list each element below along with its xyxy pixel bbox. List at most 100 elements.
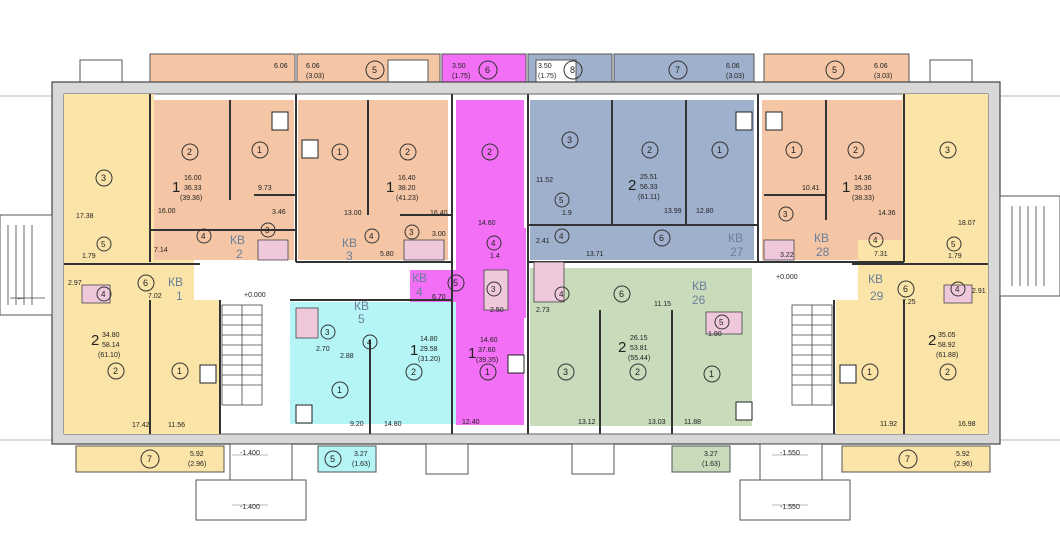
balcony-sub: (1.75) xyxy=(538,73,556,80)
room-mark: 4 xyxy=(955,285,960,294)
apartment-rooms: 1 xyxy=(410,342,418,359)
room-area: 13.12 xyxy=(578,419,596,426)
room-mark: 5 xyxy=(559,196,564,205)
bottom-balconies xyxy=(75,443,991,521)
room-area: 2.73 xyxy=(536,307,550,314)
balcony-sub: (2.96) xyxy=(188,461,206,468)
arrow-left-icon: ← xyxy=(16,292,25,302)
room-mark: 6 xyxy=(659,233,664,243)
bathtub-icon xyxy=(81,284,111,304)
apartment-number: 3 xyxy=(346,249,353,263)
bathtub-icon xyxy=(403,239,445,261)
level-mark: -1.400 xyxy=(240,504,260,511)
level-mark: +0.000 xyxy=(244,292,266,299)
level-mark: -1.550 xyxy=(780,450,800,457)
room-area: 2.88 xyxy=(340,353,354,360)
apartment-rooms: 2 xyxy=(91,332,99,349)
room-area: 14.36 xyxy=(878,210,896,217)
room-area: 2.41 xyxy=(536,238,550,245)
room-mark: 1 xyxy=(791,145,796,155)
balcony-bottom-4 xyxy=(841,445,991,473)
apartment-rooms: 2 xyxy=(628,177,636,194)
apartment-total-area: 37.60 xyxy=(478,347,496,354)
bathtub-icon xyxy=(763,239,795,261)
room-mark: 5 xyxy=(101,240,106,249)
apartment-living-area: 26.15 xyxy=(630,335,648,342)
room-area: 1.4 xyxy=(490,253,500,260)
room-mark: 4 xyxy=(101,290,106,299)
balcony-sub: (1.75) xyxy=(452,73,470,80)
room-area: 3.22 xyxy=(780,252,794,259)
apartment-living-area: 25.51 xyxy=(640,174,658,181)
room-area: 7.31 xyxy=(874,251,888,258)
room-area: 17.42 xyxy=(132,422,150,429)
apartment-label: КВ xyxy=(692,279,707,293)
room-area: 5.80 xyxy=(380,251,394,258)
room-mark: 1 xyxy=(337,385,342,395)
apartment-rooms: 1 xyxy=(842,179,850,196)
apartment-kv29: 3 18.07 5 1.79 КВ 29 6 4 2.91 7.25 2 35.… xyxy=(861,141,986,428)
room-mark: 3 xyxy=(563,367,568,377)
apartment-total-area: 36.33 xyxy=(184,185,202,192)
apartment-total-area: 29.58 xyxy=(420,346,438,353)
bathtub-icon xyxy=(483,269,509,311)
balcony-area: 6.06 xyxy=(874,63,888,70)
top-balcony-labels: 6.06 6.06 (3.03) 5 3.50 (1.75) 6 3.50 (1… xyxy=(274,60,892,80)
room-mark: 5 xyxy=(832,65,837,75)
apartment-label: КВ xyxy=(814,231,829,245)
room-mark: 4 xyxy=(873,236,878,245)
room-area: 13.99 xyxy=(664,208,682,215)
top-balconies xyxy=(79,53,973,85)
room-area: 1.79 xyxy=(948,253,962,260)
apartment-number: 26 xyxy=(692,293,706,307)
room-area: 2.50 xyxy=(490,307,504,314)
apartment-number: 4 xyxy=(416,285,423,299)
balcony-sub: (1.63) xyxy=(352,461,370,468)
room-area: 14.80 xyxy=(384,421,402,428)
room-area: 1.79 xyxy=(82,253,96,260)
apartment-kv1: 3 17.38 7.14 5 1.79 2.97 4 6 КВ 1 7.02 2… xyxy=(68,169,189,429)
apartment-gross-area: (61.11) xyxy=(638,194,660,201)
room-area: 1.90 xyxy=(708,331,722,338)
room-mark: 1 xyxy=(485,367,490,377)
room-area: 16.98 xyxy=(958,421,976,428)
room-area: 2.70 xyxy=(316,346,330,353)
apartment-number: 27 xyxy=(730,245,744,259)
apartment-total-area: 35.30 xyxy=(854,185,872,192)
room-mark: 4 xyxy=(367,338,372,347)
room-mark: 1 xyxy=(717,145,722,155)
apartment-fills xyxy=(64,94,988,434)
room-mark: 5 xyxy=(330,454,335,464)
apartment-living-area: 16.00 xyxy=(184,175,202,182)
room-mark: 2 xyxy=(487,147,492,157)
room-area: 7.02 xyxy=(148,293,162,300)
room-area: 9.73 xyxy=(258,185,272,192)
balcony-bottom-2 xyxy=(317,445,377,473)
apartment-living-area: 35.05 xyxy=(938,332,956,339)
apartment-gross-area: (61.10) xyxy=(98,352,120,359)
apartment-rooms: 1 xyxy=(172,179,180,196)
room-mark: 3 xyxy=(101,173,106,183)
bottom-balcony-labels: 7 5.92 (2.96) 5 3.27 (1.63) 3.27 (1.63) … xyxy=(140,449,972,469)
apartment-living-area: 16.40 xyxy=(398,175,416,182)
apartment-gross-area: (55.44) xyxy=(628,355,650,362)
apartment-label: КВ xyxy=(168,275,183,289)
room-mark: 4 xyxy=(559,232,564,241)
balcony-area: 5.92 xyxy=(956,451,970,458)
balcony-sub: (1.63) xyxy=(702,461,720,468)
room-mark: 4 xyxy=(201,232,206,241)
room-mark: 5 xyxy=(951,240,956,249)
apartment-kv3: 1 2 1 16.40 38.20 (41.23) 13.00 16.40 4 … xyxy=(331,143,448,263)
room-mark: 5 xyxy=(453,278,458,288)
room-area: 18.07 xyxy=(958,220,976,227)
room-mark: 2 xyxy=(405,147,410,157)
room-mark: 3 xyxy=(325,328,330,337)
balcony-sub: (3.03) xyxy=(306,73,324,80)
room-mark: 7 xyxy=(675,65,680,75)
apartment-gross-area: (31.20) xyxy=(418,356,440,363)
room-area: 12.40 xyxy=(462,419,480,426)
balcony-sub: (3.03) xyxy=(874,73,892,80)
apartment-living-area: 14.36 xyxy=(854,175,872,182)
room-area: 11.56 xyxy=(168,422,185,429)
apartment-total-area: 38.20 xyxy=(398,185,416,192)
